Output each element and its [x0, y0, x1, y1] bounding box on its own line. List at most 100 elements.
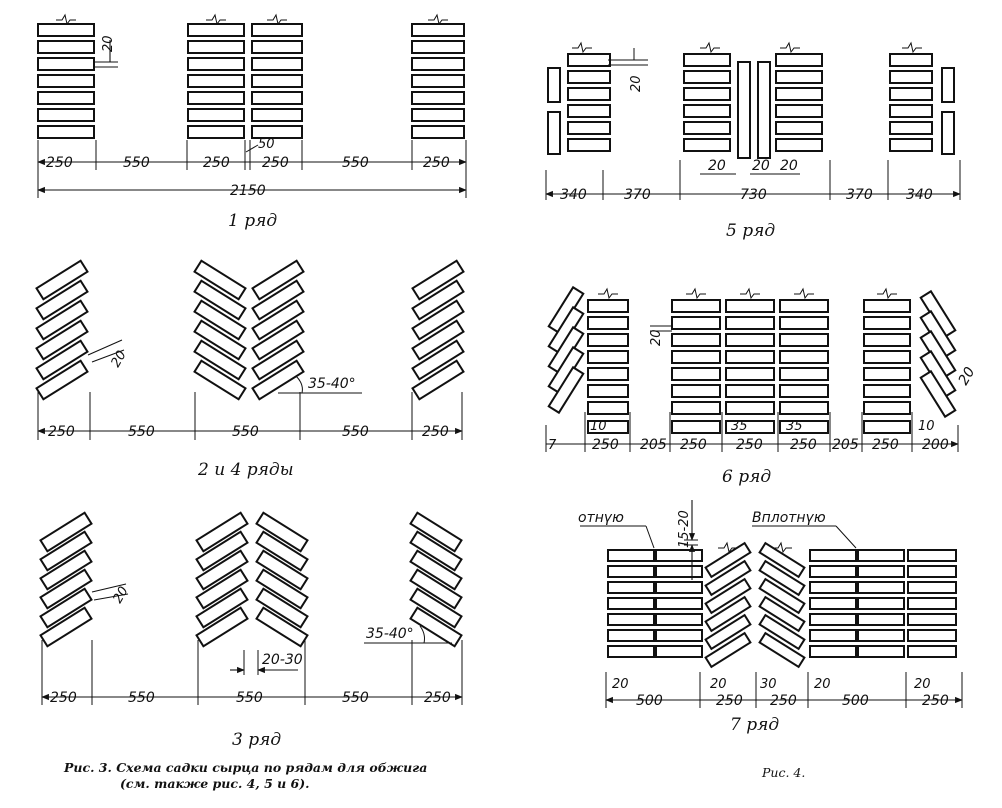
row24-title: 2 и 4 ряды	[197, 460, 294, 480]
brick	[587, 299, 629, 313]
brick	[587, 333, 629, 347]
row5-dim-2: 370	[624, 187, 651, 203]
brick	[251, 359, 305, 401]
row7-label-left: отнүю	[578, 510, 624, 526]
brick	[195, 568, 249, 610]
brick	[409, 606, 463, 648]
row24-dim-4: 550	[342, 424, 369, 440]
brick	[779, 384, 829, 398]
row7-small-3: 30	[760, 677, 777, 692]
row1-dim-4: 250	[262, 155, 289, 171]
brick	[655, 613, 703, 626]
brick	[409, 568, 463, 610]
brick	[409, 530, 463, 572]
brick	[607, 581, 655, 594]
row6-slanted-gap: 20	[956, 364, 979, 388]
brick	[35, 359, 89, 401]
brick	[725, 316, 775, 330]
brick	[857, 645, 905, 658]
brick	[863, 384, 911, 398]
row6-seven: 7	[548, 438, 557, 453]
brick	[671, 299, 721, 313]
row7-slant-right	[758, 541, 806, 669]
row3-dim-5: 250	[424, 690, 451, 706]
brick	[725, 420, 775, 434]
brick	[251, 319, 305, 361]
brick	[655, 597, 703, 610]
brick	[809, 581, 857, 594]
brick	[187, 91, 245, 105]
row7-diagram: отнүю Вплотнүю 15-20 20 20 30 20 20 500 …	[578, 500, 963, 735]
brick	[37, 125, 95, 139]
brick	[35, 299, 89, 341]
brick	[671, 350, 721, 364]
row5-dim-5: 340	[906, 187, 933, 203]
row7-label-right: Вплотнүю	[752, 510, 826, 526]
row1-brick-stack-right	[411, 13, 465, 139]
row3-dim-4: 550	[342, 690, 369, 706]
row6-slant-left	[547, 285, 585, 415]
brick	[255, 587, 309, 629]
brick	[857, 613, 905, 626]
row7-small-1: 20	[612, 677, 629, 692]
brick	[37, 74, 95, 88]
row6-dim-5: 250	[790, 437, 817, 453]
brick	[251, 108, 303, 122]
brick	[251, 40, 303, 54]
brick	[409, 549, 463, 591]
brick	[671, 420, 721, 434]
brick	[725, 367, 775, 381]
row5-inner-2: 20	[752, 158, 770, 174]
brick	[411, 125, 465, 139]
brick	[655, 549, 703, 562]
break-mark	[700, 41, 720, 54]
brick	[37, 57, 95, 71]
row6-dim-8: 200	[922, 437, 949, 453]
brick	[411, 359, 465, 401]
row6-stack-2	[671, 287, 721, 434]
brick	[907, 629, 957, 642]
row24-brick-stack-center-right	[251, 259, 305, 401]
row6-diagram: 20 20 10 35 35 10 7 250 205 250 250 250 …	[545, 285, 979, 487]
brick	[907, 645, 957, 658]
row24-dim-1: 250	[48, 424, 75, 440]
row5-inner-3: 20	[780, 158, 798, 174]
row6-dim-2: 205	[640, 437, 667, 453]
brick	[683, 87, 731, 101]
brick	[567, 138, 611, 152]
brick	[907, 613, 957, 626]
row24-angle-label: 35-40°	[308, 376, 356, 392]
brick	[411, 319, 465, 361]
brick	[758, 595, 806, 633]
row5-stack-center	[683, 41, 823, 159]
brick	[251, 125, 303, 139]
row1-diagram: 20 250 550 250 250 550 250 50 2150 1 ряд	[37, 13, 467, 231]
row6-stack-5	[863, 287, 911, 434]
brick	[889, 70, 933, 84]
brick	[907, 597, 957, 610]
brick	[889, 138, 933, 152]
break-mark	[772, 541, 792, 554]
brick	[704, 559, 752, 597]
brick	[39, 568, 93, 610]
brick	[567, 87, 611, 101]
brick	[683, 138, 731, 152]
row6-small-4: 10	[918, 419, 935, 434]
row1-dim-3: 250	[203, 155, 230, 171]
brick	[863, 333, 911, 347]
row1-gap-between: 50	[258, 137, 275, 152]
brick	[725, 299, 775, 313]
brick	[683, 121, 731, 135]
brick	[251, 57, 303, 71]
brick	[251, 23, 303, 37]
row5-dim-4: 370	[846, 187, 873, 203]
brick	[758, 613, 806, 651]
brick	[251, 339, 305, 381]
brick	[857, 549, 905, 562]
row7-block-left	[607, 549, 703, 658]
brick	[547, 365, 585, 415]
brick	[567, 70, 611, 84]
brick	[607, 645, 655, 658]
row24-brick-stack-left	[35, 259, 89, 401]
